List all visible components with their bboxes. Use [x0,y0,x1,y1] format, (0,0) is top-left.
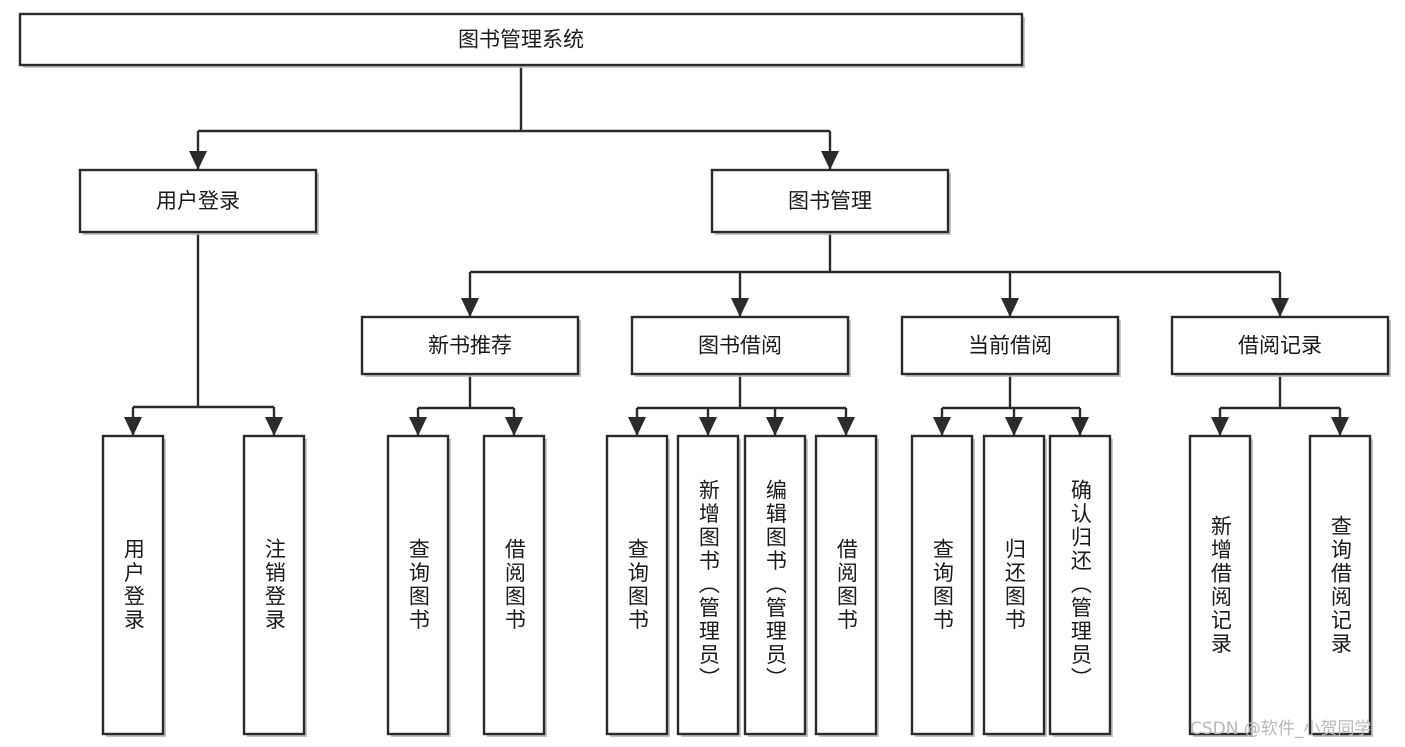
node-label-user-login: 用户登录 [156,189,240,213]
edge-current-borrow-to-leaves [933,374,1089,436]
node-leaf-add-borrow-record[interactable] [1188,434,1253,737]
node-book-borrow[interactable] [630,315,851,377]
edges-layer [124,65,1349,436]
node-label-new-book-recommend: 新书推荐 [428,334,512,358]
edge-userlogin-to-leaves [124,232,283,436]
edge-root-to-level1-arrow-0 [189,151,207,170]
node-leaf-query-book-current[interactable] [910,434,975,737]
node-new-book-recommend[interactable] [360,315,581,377]
edge-bookmgmt-to-level2-arrow-0 [461,298,479,317]
node-label-current-borrow: 当前借阅 [968,334,1052,358]
node-leaf-borrow-book-recommend[interactable] [482,434,547,737]
edge-book-borrow-to-leaves-arrow-2 [766,417,784,436]
edge-bookmgmt-to-level2-arrow-3 [1271,298,1289,317]
node-label-book-management: 图书管理 [788,189,872,213]
node-leaf-query-book-recommend[interactable] [386,434,451,737]
node-borrow-record[interactable] [1170,315,1391,377]
edge-book-borrow-to-leaves-arrow-3 [837,417,855,436]
node-label-book-borrow: 图书借阅 [698,334,782,358]
edge-book-borrow-to-leaves [628,374,855,436]
node-leaf-borrow-book[interactable] [814,434,879,737]
boxes-layer [18,12,1391,737]
csdn-watermark: CSDN @软件_小贺同学 [1190,719,1372,739]
node-leaf-logout[interactable] [242,434,307,737]
node-book-management[interactable] [710,168,951,235]
edge-borrow-record-to-leaves [1211,374,1349,436]
edge-bookmgmt-to-level2 [461,232,1289,317]
node-label-root: 图书管理系统 [458,28,584,52]
edge-bookmgmt-to-level2-arrow-2 [1001,298,1019,317]
edge-current-borrow-to-leaves-arrow-2 [1071,417,1089,436]
edge-current-borrow-to-leaves-arrow-0 [933,417,951,436]
edge-userlogin-to-leaves-arrow-0 [124,417,142,436]
node-leaf-query-borrow-record[interactable] [1308,434,1373,737]
node-current-borrow[interactable] [900,315,1121,377]
node-leaf-return-book[interactable] [982,434,1047,737]
node-label-borrow-record: 借阅记录 [1238,334,1322,358]
edge-new-book-recommend-to-leaves-arrow-1 [505,417,523,436]
node-leaf-confirm-return-admin[interactable] [1048,434,1113,737]
edge-borrow-record-to-leaves-arrow-1 [1331,417,1349,436]
node-leaf-edit-book-admin[interactable] [743,434,808,737]
node-leaf-add-book-admin[interactable] [676,434,741,737]
edge-new-book-recommend-to-leaves [409,374,523,436]
edge-book-borrow-to-leaves-arrow-0 [628,417,646,436]
edge-new-book-recommend-to-leaves-arrow-0 [409,417,427,436]
edge-root-to-level1-arrow-1 [821,151,839,170]
edge-root-to-level1 [189,65,839,170]
node-leaf-query-book-borrow[interactable] [605,434,670,737]
edge-borrow-record-to-leaves-arrow-0 [1211,417,1229,436]
edge-userlogin-to-leaves-arrow-1 [265,417,283,436]
edge-current-borrow-to-leaves-arrow-1 [1005,417,1023,436]
edge-bookmgmt-to-level2-arrow-1 [731,298,749,317]
edge-book-borrow-to-leaves-arrow-1 [699,417,717,436]
node-root[interactable] [18,12,1025,68]
node-user-login[interactable] [78,168,319,235]
node-leaf-user-login[interactable] [101,434,166,737]
